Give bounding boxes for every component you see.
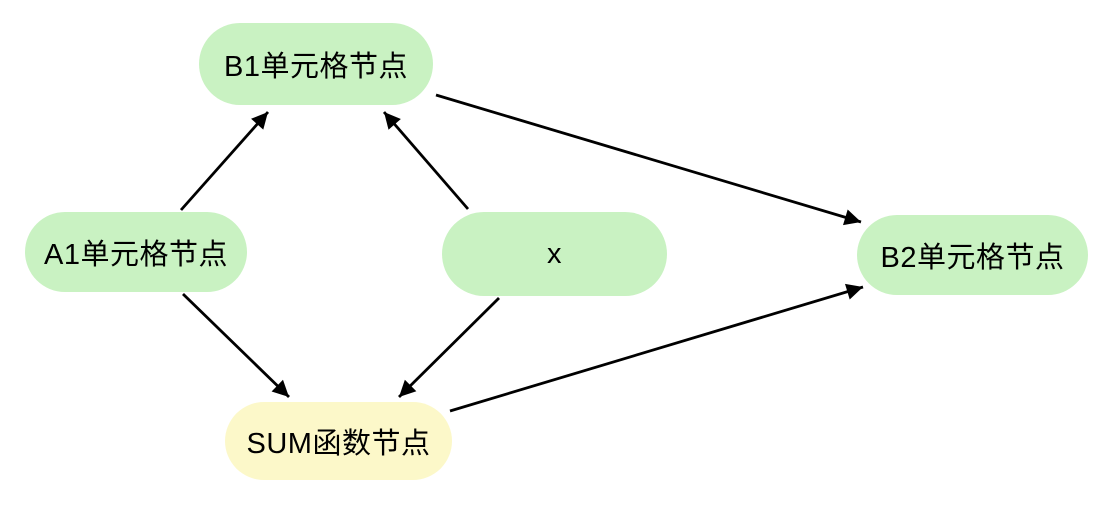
edge-b1-to-b2 [435, 93, 862, 226]
node-a1-label: A1单元格节点 [44, 239, 228, 271]
node-b2-label: B2单元格节点 [880, 242, 1065, 274]
edge-a1-to-b1 [179, 111, 270, 211]
node-a1-cell[interactable]: A1单元格节点 [25, 212, 247, 292]
node-x-label: x [547, 237, 562, 270]
node-sum-label: SUM函数节点 [246, 428, 431, 460]
edge-x-to-b1 [382, 111, 470, 210]
edge-sum-to-b2 [449, 283, 864, 413]
node-x-variable[interactable]: x [442, 212, 667, 296]
node-b2-cell[interactable]: B2单元格节点 [857, 215, 1088, 295]
edge-a1-to-sum [182, 292, 290, 399]
node-b1-label: B1单元格节点 [224, 51, 408, 83]
edge-x-to-sum [398, 297, 500, 398]
node-b1-cell[interactable]: B1单元格节点 [199, 23, 433, 105]
node-sum-function[interactable]: SUM函数节点 [225, 402, 452, 480]
